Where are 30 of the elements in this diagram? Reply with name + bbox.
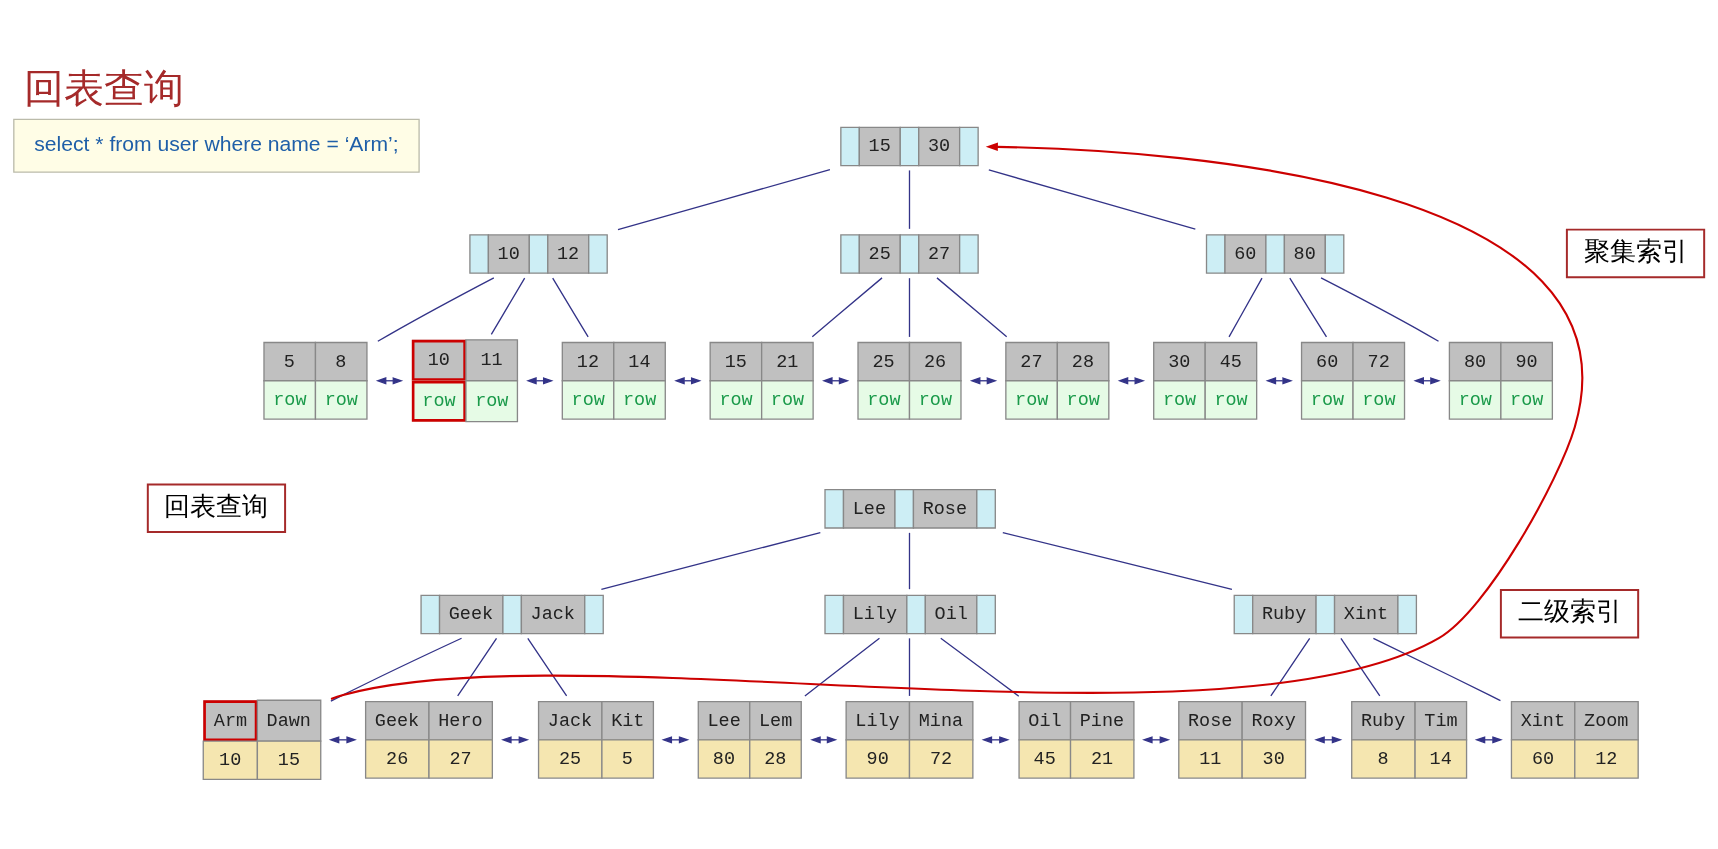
node-box: select * from user where name = ‘Arm’; [13,118,420,173]
connector [811,276,883,337]
connector [1228,277,1263,338]
connector [1340,637,1381,697]
connector [457,637,498,697]
connector [490,277,526,335]
connector [377,276,495,342]
connector [552,277,589,338]
arrow [330,142,1582,700]
connector [936,276,1008,337]
connector [527,637,568,697]
connector [908,637,911,697]
connector [908,169,911,229]
connector [1002,531,1233,590]
connector [908,531,911,590]
connector [1289,277,1328,338]
node-box: 二级索引 [1499,588,1640,638]
connector [804,637,881,697]
connector [617,168,831,230]
connector [330,637,463,702]
connector [940,637,1020,697]
diagram-title: 回表查询 [24,65,185,110]
connector [908,277,911,338]
node-box: 回表查询 [146,482,287,533]
connector [988,168,1196,230]
connector [1372,637,1502,701]
node-box: 聚集索引 [1565,228,1706,278]
connector [1270,637,1311,697]
connector [1320,276,1440,342]
connector [600,531,821,590]
